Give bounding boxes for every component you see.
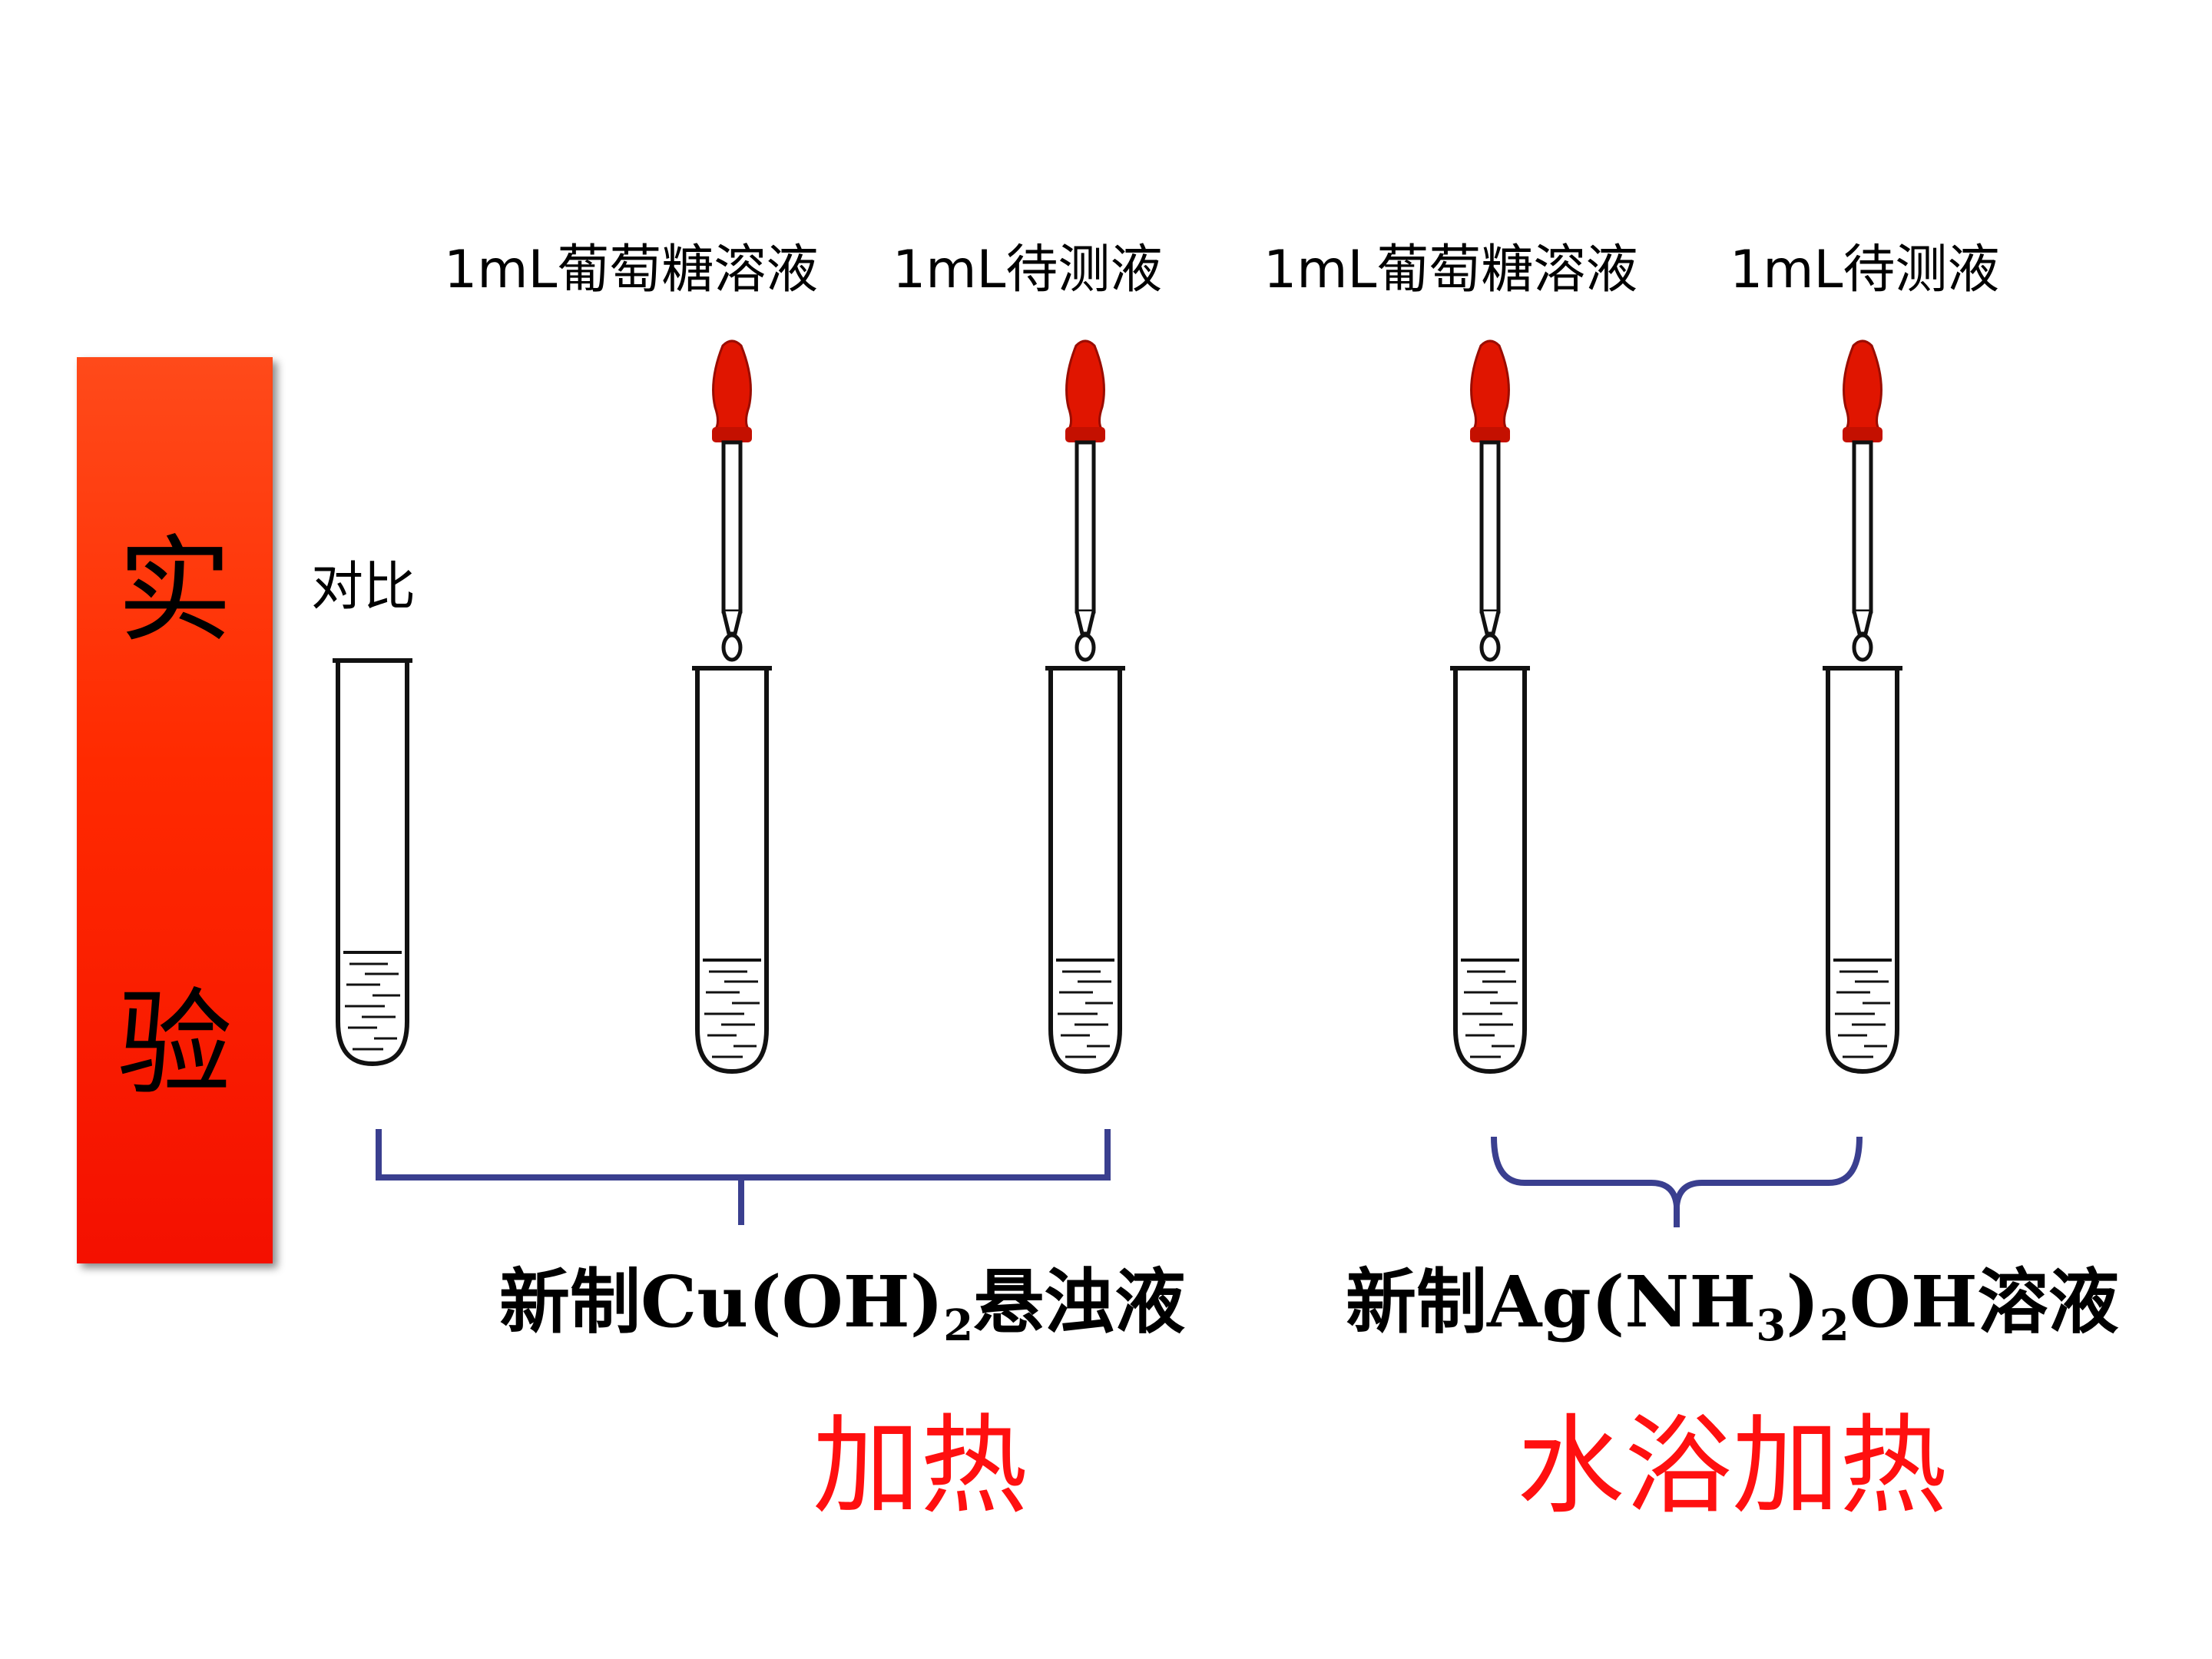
label-glucose-1: 1mL葡萄糖溶液	[444, 240, 819, 300]
heat-left: 加热	[813, 1404, 1028, 1529]
tube-glucose-2	[1450, 668, 1530, 1071]
heat-right: 水浴加热	[1517, 1404, 1948, 1529]
label-control: 对比	[311, 557, 416, 618]
label-sample-2: 1mL待测液	[1730, 240, 2000, 300]
tube-sample-1	[1045, 668, 1125, 1071]
banner-char-shi: 实	[117, 525, 233, 658]
banner-char-yan: 验	[117, 978, 233, 1111]
control-tube	[333, 661, 412, 1064]
label-glucose-2: 1mL葡萄糖溶液	[1263, 240, 1638, 300]
bracket-left	[376, 1129, 1111, 1225]
dropper-sample-2	[1843, 341, 1883, 660]
dropper-sample-1	[1065, 341, 1105, 660]
reagent-copper-hydroxide: 新制Cu(OH)2悬浊液	[499, 1260, 1186, 1351]
tube-sample-2	[1823, 668, 1902, 1071]
label-sample-1: 1mL待测液	[892, 240, 1163, 300]
dropper-glucose-1	[712, 341, 752, 660]
reagent-tollens: 新制Ag(NH3)2OH溶液	[1346, 1260, 2119, 1351]
experiment-banner: 实 验	[77, 357, 273, 1263]
bracket-right	[1491, 1136, 1863, 1227]
tube-glucose-1	[692, 668, 772, 1071]
dropper-glucose-2	[1470, 341, 1510, 660]
